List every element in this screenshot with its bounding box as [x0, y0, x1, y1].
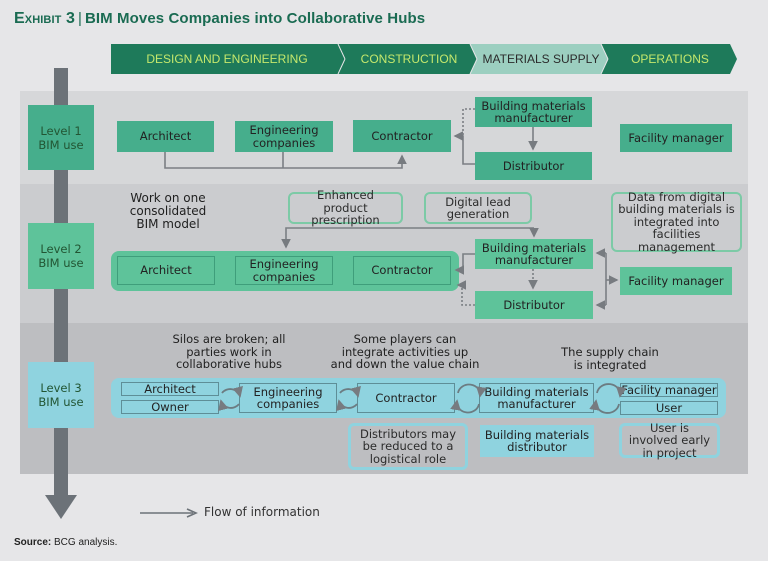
phase-materials-supply: MATERIALS SUPPLY [482, 52, 600, 66]
l3-user-box: User [620, 401, 718, 415]
level1-label: Level 1 BIM use [28, 105, 94, 170]
source-note: Source: BCG analysis. [14, 537, 117, 548]
l2-note-lead-generation: Digital lead generation [424, 192, 532, 224]
l1-contractor-box: Contractor [353, 120, 451, 152]
level2-label: Level 2 BIM use [28, 223, 94, 289]
level3-label: Level 3 BIM use [28, 362, 94, 428]
l1-manufacturer-box: Building materials manufacturer [475, 97, 592, 127]
l1-engineering-box: Engineering companies [235, 121, 333, 152]
l1-facility-box: Facility manager [620, 124, 732, 152]
l3-facility-box: Facility manager [620, 382, 718, 397]
source-label: Source: [14, 537, 52, 548]
l2-caption-consolidated: Work on one consolidated BIM model [129, 191, 207, 231]
l1-flow-distributor-contractor [453, 131, 475, 165]
l2-flow-manufacturer-contractor [454, 253, 475, 275]
phase-design-engineering: DESIGN AND ENGINEERING [146, 52, 308, 66]
phase-chevron-materials [470, 44, 610, 74]
l2-architect-box: Architect [117, 256, 215, 285]
l3-manufacturer-box: Building materials manufacturer [479, 383, 594, 413]
l3-caption-silos: Silos are broken; all parties work in co… [172, 332, 286, 371]
l3-owner-box: Owner [121, 400, 219, 414]
l2-flow-notes-to-engineering [281, 227, 534, 249]
l1-flow-manufacturer-contractor-dotted [462, 108, 475, 136]
l3-contractor-box: Contractor [357, 383, 455, 413]
l3-cycle-arrow-1-top [221, 385, 243, 398]
l2-manufacturer-box: Building materials manufacturer [475, 239, 593, 269]
l3-cycle-arrow-1-bottom [218, 399, 240, 412]
l3-caption-players: Some players can integrate activities up… [330, 332, 480, 371]
source-text: BCG analysis. [54, 537, 118, 548]
l3-engineering-box: Engineering companies [239, 383, 337, 413]
l2-note-facilities-data: Data from digital building materials is … [611, 191, 742, 253]
title-separator: | [77, 10, 82, 27]
l3-distributor-box: Building materials distributor [480, 425, 594, 457]
l3-cycle-arrow-2-bottom [336, 399, 358, 412]
l2-engineering-box: Engineering companies [235, 256, 333, 285]
l3-cycle-arrow-3-top [457, 383, 487, 398]
l2-flow-distributor-contractor-dotted [456, 280, 475, 306]
l2-facility-box: Facility manager [620, 267, 732, 295]
l3-architect-box: Architect [121, 382, 219, 396]
phase-chevron-design [111, 44, 347, 74]
exhibit-number: Exhibit 3 [14, 10, 75, 27]
legend-flow-label: Flow of information [204, 505, 320, 519]
l3-note-distributors: Distributors may be reduced to a logisti… [348, 423, 468, 470]
l2-distributor-box: Distributor [475, 291, 593, 319]
l1-architect-box: Architect [117, 121, 214, 152]
phase-chevron-construction [338, 44, 479, 74]
progression-arrow-head-icon [45, 495, 77, 519]
phase-construction: CONSTRUCTION [360, 52, 458, 66]
l3-cycle-arrow-2-top [339, 385, 361, 398]
l1-distributor-box: Distributor [475, 152, 592, 180]
l3-cycle-arrow-3-bottom [450, 399, 480, 414]
phase-chevrons [111, 43, 737, 75]
l2-note-prescription: Enhanced product prescription [288, 189, 403, 227]
phase-operations: OPERATIONS [631, 52, 709, 66]
exhibit-title: Exhibit 3|BIM Moves Companies into Colla… [14, 10, 425, 28]
l2-contractor-box: Contractor [353, 256, 451, 285]
l3-note-user-involved: User is involved early in project [619, 422, 720, 459]
l3-caption-supply-chain: The supply chain is integrated [561, 345, 659, 372]
legend-arrow-head-icon [186, 508, 198, 518]
l3-cycle-arrow-4-bottom [589, 399, 620, 414]
phase-chevron-operations [601, 44, 737, 74]
l3-cycle-arrow-4-top [596, 383, 627, 398]
exhibit-heading: BIM Moves Companies into Collaborative H… [84, 10, 426, 27]
